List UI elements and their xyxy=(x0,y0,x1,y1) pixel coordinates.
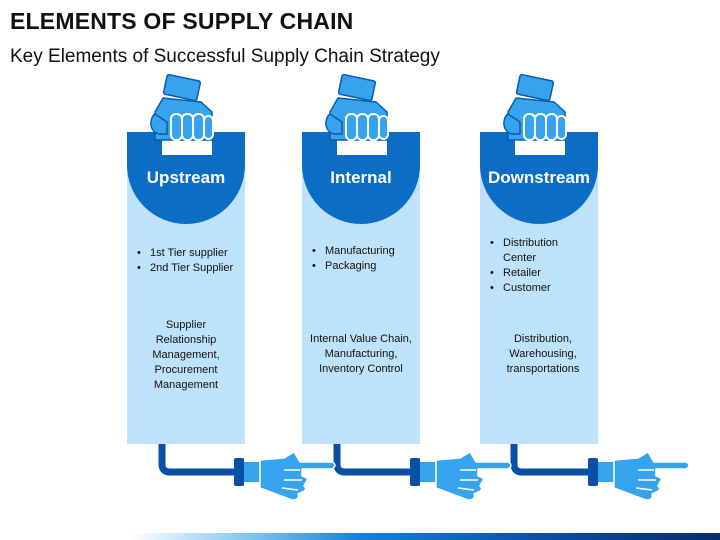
connector-pipe xyxy=(333,444,414,476)
connector-pipe xyxy=(158,444,238,476)
card-tab xyxy=(515,138,565,155)
bullet-list: 1st Tier supplier 2nd Tier Supplier xyxy=(137,246,241,276)
bullet-list: Manufacturing Packaging xyxy=(312,244,416,274)
page-subtitle: Key Elements of Successful Supply Chain … xyxy=(10,46,440,67)
column-description: Distribution, Warehousing, transportatio… xyxy=(506,333,580,375)
list-item: Distribution Center xyxy=(490,236,578,266)
list-item: Customer xyxy=(490,281,578,296)
list-item: 1st Tier supplier xyxy=(137,246,241,261)
hand-holding-card-icon xyxy=(502,73,567,141)
column-header: Internal xyxy=(302,132,420,224)
list-item: Manufacturing xyxy=(312,244,416,259)
footer-gradient-bar xyxy=(0,533,720,540)
pointing-hand-icon xyxy=(409,451,512,501)
column-downstream: Downstream Distribution Center Retailer … xyxy=(480,132,598,444)
card-tab xyxy=(162,138,212,155)
card-tab xyxy=(337,138,387,155)
list-item: 2nd Tier Supplier xyxy=(137,261,241,276)
column-heading: Upstream xyxy=(146,168,226,187)
list-item: Packaging xyxy=(312,259,416,274)
hand-holding-card-icon xyxy=(324,73,389,141)
pointing-hand-icon xyxy=(233,451,336,501)
hand-holding-card-icon xyxy=(149,73,214,141)
column-heading: Downstream xyxy=(487,168,591,187)
pointing-hand-icon xyxy=(587,451,690,501)
page-title: ELEMENTS OF SUPPLY CHAIN xyxy=(10,8,354,34)
column-heading: Internal xyxy=(330,168,392,187)
column-header: Upstream xyxy=(127,132,245,224)
list-item: Retailer xyxy=(490,266,578,281)
bullet-list: Distribution Center Retailer Customer xyxy=(490,236,578,296)
column-description: Internal Value Chain, Manufacturing, Inv… xyxy=(310,333,412,375)
column-header: Downstream xyxy=(480,132,598,224)
column-upstream: Upstream 1st Tier supplier 2nd Tier Supp… xyxy=(127,132,245,444)
column-internal: Internal Manufacturing Packaging Interna… xyxy=(302,132,420,444)
connector-pipe xyxy=(510,444,592,476)
column-description: Supplier Relationship Management, Procur… xyxy=(152,319,220,391)
